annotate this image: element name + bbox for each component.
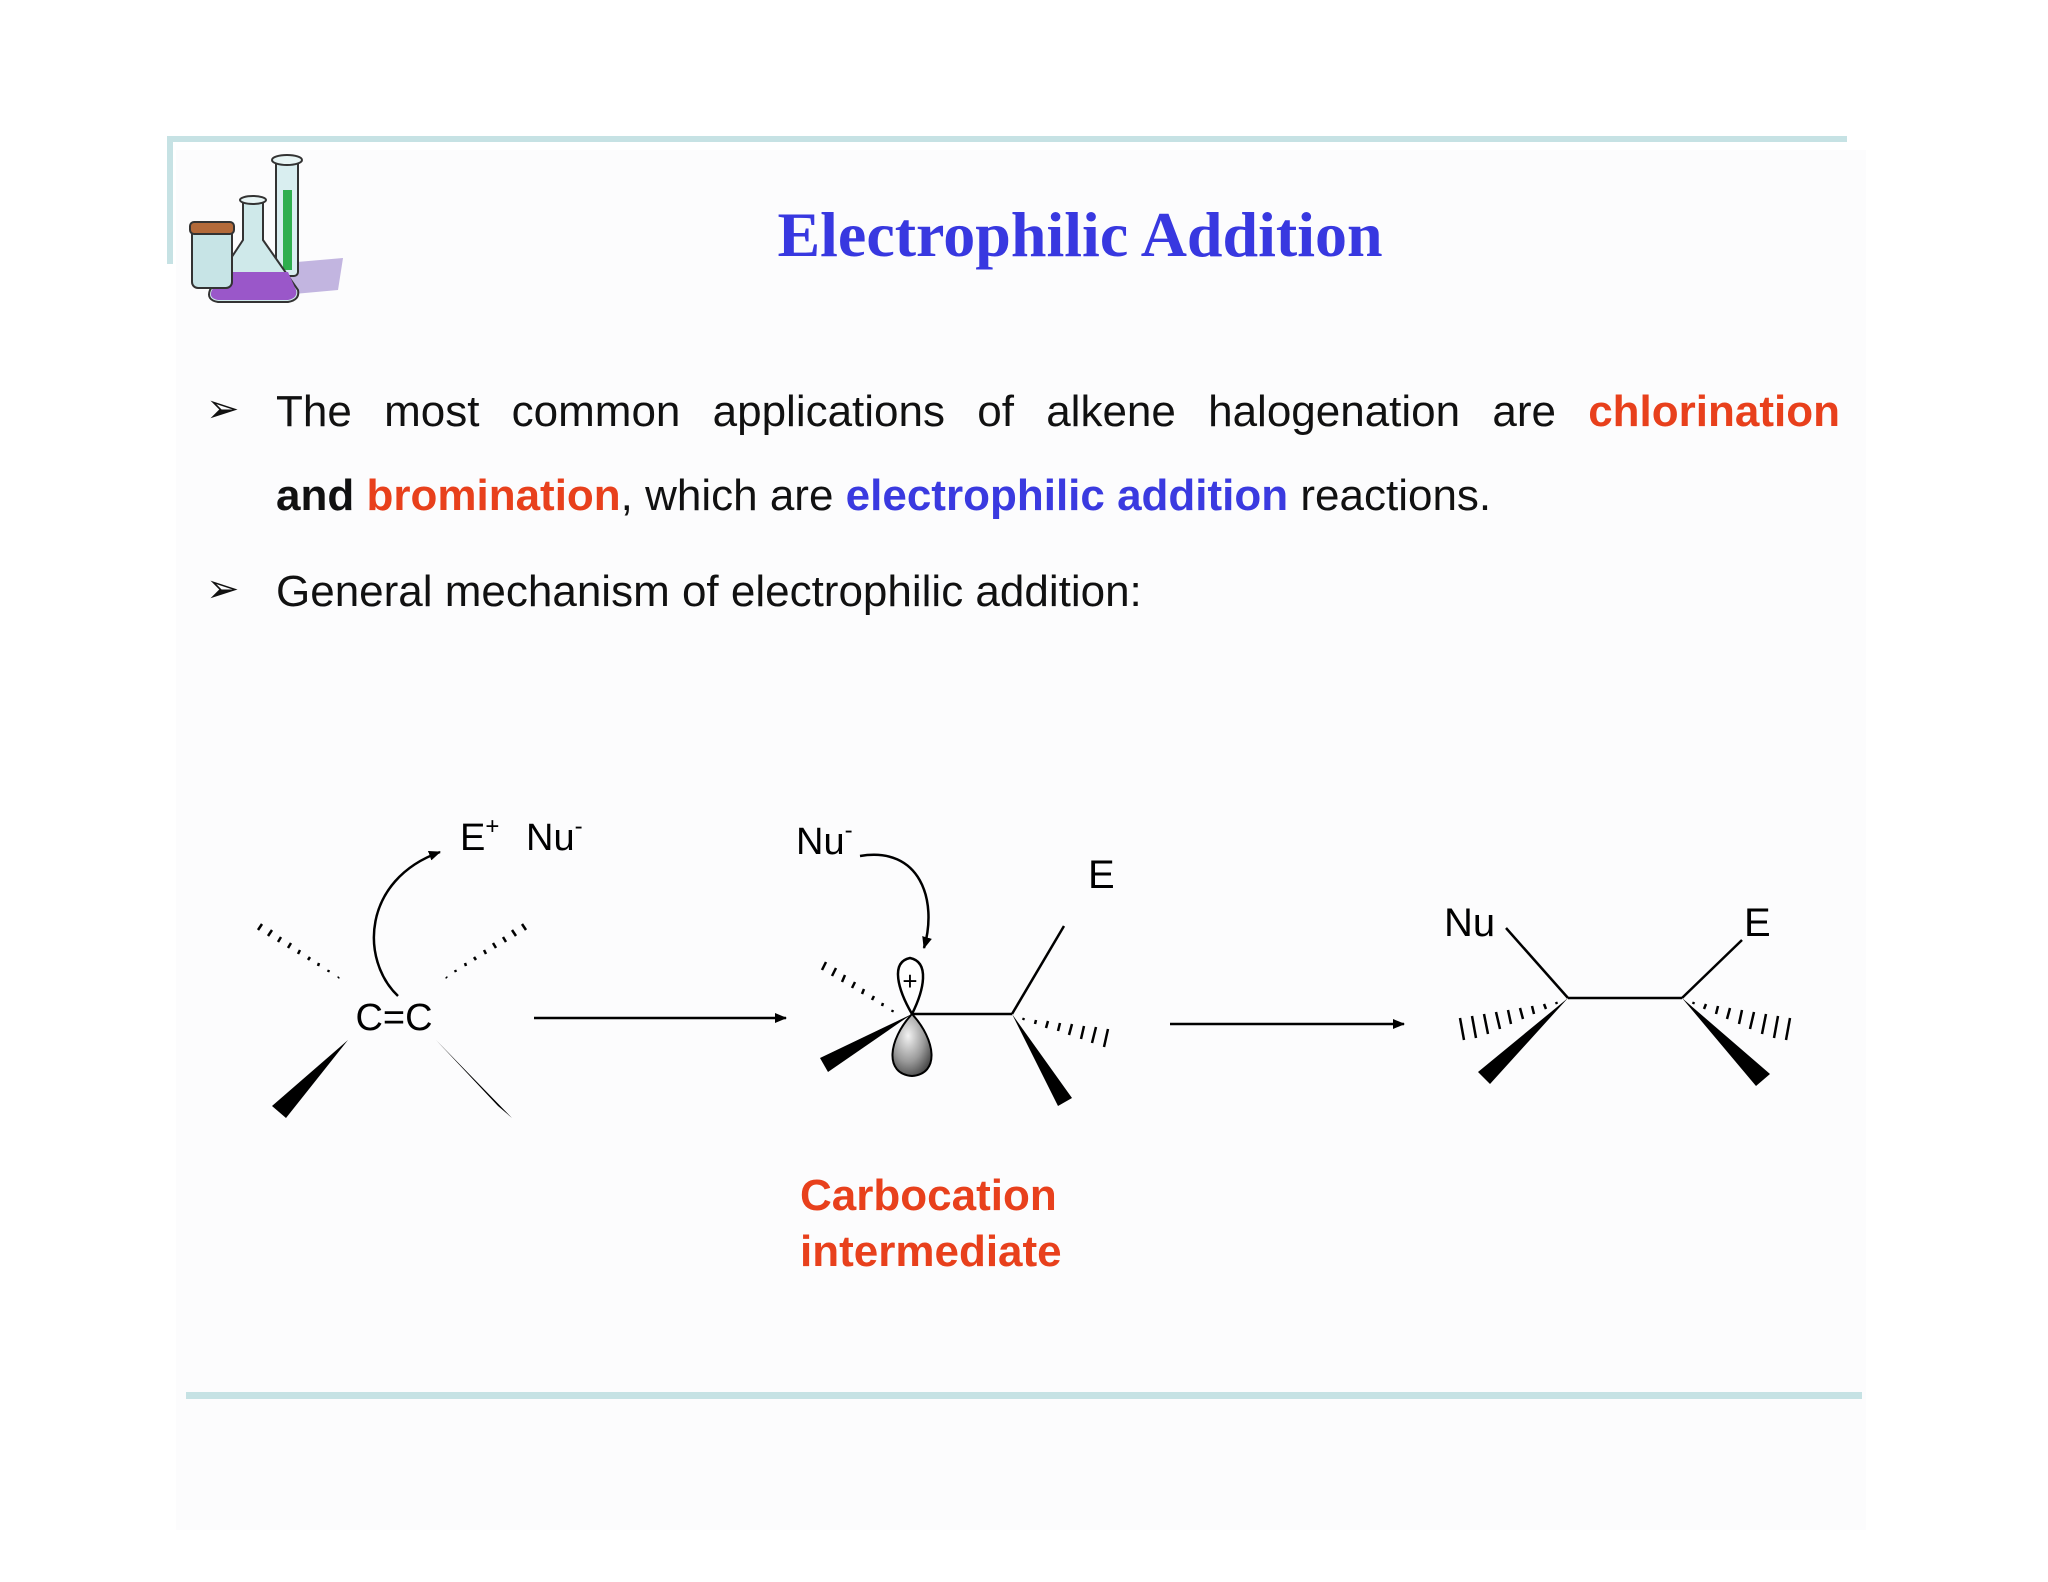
p-orbital-upper-lobe	[896, 956, 925, 1017]
intermediate-e-label: E	[1088, 853, 1115, 897]
hashed-bond-intermediate-right	[1021, 1017, 1110, 1048]
c-nu-bond	[1505, 927, 1569, 999]
alkene-label: C=C	[355, 997, 432, 1039]
electrophilic-addition-highlight: electrophilic addition	[845, 471, 1289, 520]
left-rule	[167, 136, 173, 264]
content-background	[176, 150, 1866, 1530]
bottom-rule	[186, 1392, 1862, 1399]
p-orbital-lower-lobe	[891, 1012, 933, 1078]
wedge-bond-product-left	[1478, 998, 1568, 1084]
hashed-bond-product-left	[1458, 1001, 1559, 1041]
reactions-text: reactions.	[1288, 471, 1492, 520]
caption-line-2: intermediate	[800, 1227, 1062, 1276]
hashed-bond-left	[256, 923, 340, 979]
product-e-label: E	[1744, 901, 1771, 945]
product-nu-label: Nu	[1444, 901, 1495, 945]
wedge-bond-right	[436, 1040, 512, 1118]
reactant-alkene: C=C E+ Nu-	[256, 813, 583, 1118]
wedge-bond-product-right	[1682, 998, 1770, 1086]
page-title: Electrophilic Addition	[777, 199, 1383, 270]
bullet-1-line-1: The most common applications of alkene h…	[276, 384, 1840, 440]
hashed-bond-right	[445, 923, 528, 979]
bullet-arrow-icon: ➢	[206, 387, 240, 431]
hashed-bond-product-right	[1691, 1001, 1792, 1041]
carbocation-charge: +	[902, 966, 917, 996]
bullet-1-text: The most common applications of alkene h…	[276, 387, 1556, 436]
bullet-2-text: General mechanism of electrophilic addit…	[276, 567, 1142, 616]
bromination-highlight: bromination	[366, 471, 621, 520]
bullet-arrow-icon: ➢	[206, 567, 240, 611]
wedge-bond-intermediate-right	[1012, 1014, 1072, 1106]
c-e-bond	[1010, 925, 1066, 1015]
reagent-nu-label: Nu-	[526, 813, 583, 859]
curved-arrow-1	[372, 850, 441, 997]
intermediate-nu-label: Nu-	[796, 817, 853, 863]
carbocation-caption: Carbocation intermediate	[800, 1168, 1120, 1280]
which-are-text: , which are	[620, 471, 834, 520]
top-rule	[167, 136, 1847, 142]
wedge-bond-intermediate-left	[820, 1014, 912, 1072]
caption-line-1: Carbocation	[800, 1171, 1057, 1220]
and-text: and	[276, 471, 355, 520]
chlorination-highlight: chlorination	[1588, 387, 1840, 436]
hashed-bond-intermediate-left	[820, 961, 895, 1013]
wedge-bond-left	[272, 1040, 348, 1118]
lab-glassware-icon	[189, 154, 343, 303]
carbocation-structure: + Nu- E	[796, 817, 1115, 1106]
reagent-e-label: E+	[460, 813, 499, 859]
bullet-1-line-2: and bromination, which are electrophilic…	[276, 468, 1840, 524]
c-e-product-bond	[1681, 939, 1743, 999]
curved-arrow-2	[859, 853, 932, 949]
product-structure: Nu E	[1444, 901, 1792, 1086]
